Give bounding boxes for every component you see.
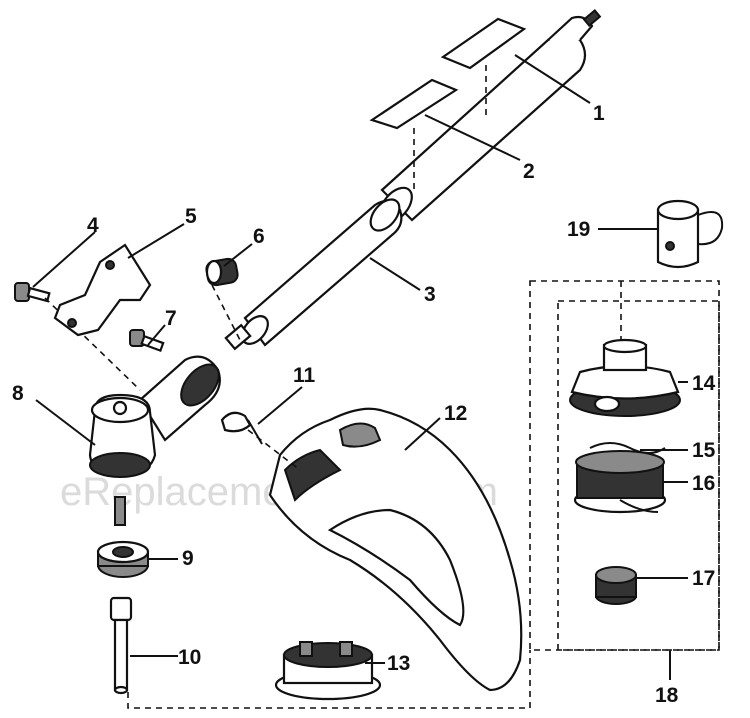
decal-strips: [369, 17, 527, 190]
callout-7: 7: [165, 307, 177, 330]
lower-shaft: [224, 198, 403, 351]
spring-15: [589, 442, 666, 454]
knob-17: [595, 566, 637, 605]
guard-12: [268, 407, 523, 692]
callout-10: 10: [178, 646, 201, 669]
callout-4: 4: [87, 214, 99, 237]
spool-16: [573, 450, 667, 514]
callout-12: 12: [444, 402, 467, 425]
spool-cap-14: [569, 338, 681, 417]
callout-8: 8: [12, 382, 24, 405]
gear-head-8: [88, 355, 221, 478]
callout-13: 13: [387, 652, 410, 675]
callout-3: 3: [424, 283, 436, 306]
bolt-10: [109, 596, 133, 695]
callout-9: 9: [182, 547, 194, 570]
callout-2: 2: [523, 160, 535, 183]
tool-19: [656, 199, 724, 269]
callout-1: 1: [593, 102, 605, 125]
bracket-5: [53, 243, 152, 337]
callout-18: 18: [655, 684, 679, 707]
screw-4: [14, 282, 51, 303]
kit-outline-inner: [557, 300, 720, 651]
hub-9: [96, 540, 150, 578]
wing-screw-11: [220, 411, 263, 445]
callout-17: 17: [692, 567, 715, 590]
collar-6: [205, 257, 239, 287]
callout-15: 15: [692, 439, 716, 462]
kit-outline-outer: [529, 280, 720, 651]
callout-14: 14: [692, 372, 716, 395]
callout-16: 16: [692, 472, 715, 495]
callout-6: 6: [253, 225, 265, 248]
spool-base-13: [274, 641, 382, 701]
callout-19: 19: [567, 218, 590, 241]
gear-shaft: [114, 496, 126, 526]
callout-5: 5: [185, 205, 197, 228]
callout-11: 11: [293, 364, 316, 387]
bolt-7: [129, 329, 165, 353]
leader-lines: [32, 54, 688, 664]
